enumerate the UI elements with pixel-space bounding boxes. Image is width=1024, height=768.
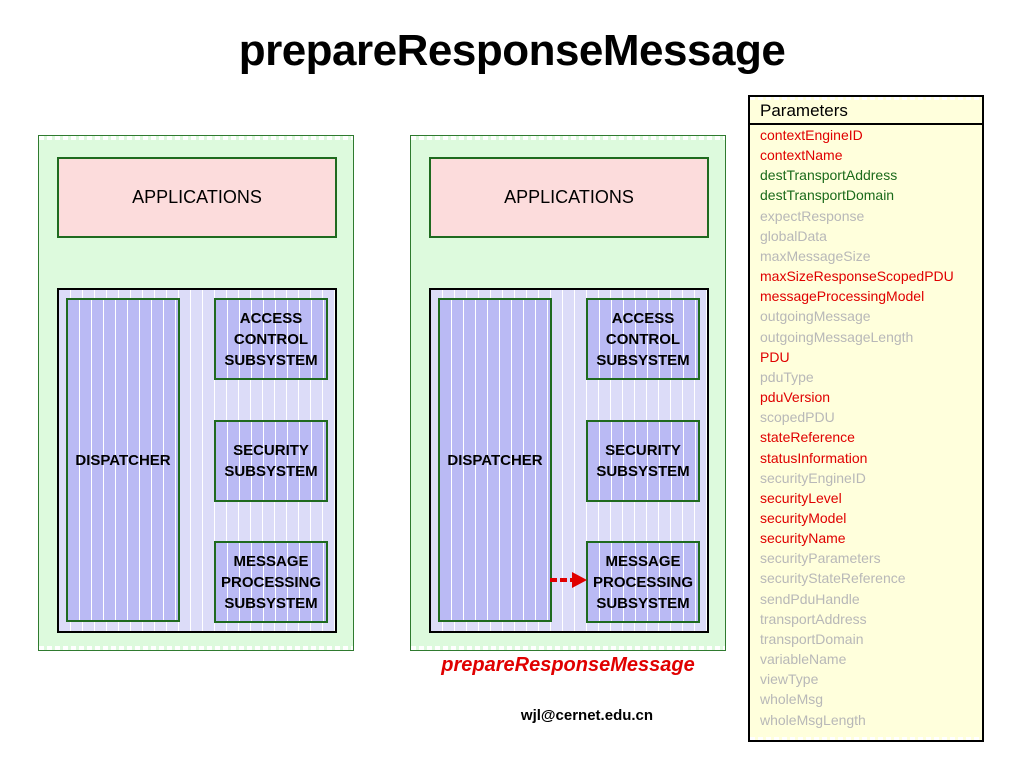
parameter-item: securityModel — [760, 509, 847, 526]
diagram-caption: prepareResponseMessage — [441, 654, 695, 676]
panel-bottom-dashes — [39, 646, 353, 650]
applications-box: APPLICATIONS — [57, 157, 337, 238]
parameter-item: securityEngineID — [760, 469, 866, 486]
parameter-item: scopedPDU — [760, 409, 835, 426]
parameter-item: pduVersion — [760, 389, 831, 406]
page-title: prepareResponseMessage — [238, 26, 786, 75]
parameter-item: contextEngineID — [760, 127, 863, 143]
params-top-dashes — [750, 97, 982, 100]
parameters-panel: Parameters contextEngineID contextName des… — [748, 95, 984, 742]
parameter-item: maxMessageSize — [760, 247, 871, 264]
parameter-item: pduType — [760, 368, 814, 385]
parameter-item: outgoingMessage — [760, 308, 871, 325]
parameter-item: PDU — [760, 348, 790, 365]
message-processing-subsystem-box: MESSAGE PROCESSING SUBSYSTEM — [214, 541, 328, 623]
parameter-item: wholeMsgLength — [760, 711, 866, 728]
author-email: wjl@cernet.edu.cn — [520, 707, 654, 724]
parameter-item: messageProcessingModel — [760, 288, 925, 305]
params-bottom-dashes — [750, 737, 982, 740]
access-control-subsystem-box: ACCESS CONTROL SUBSYSTEM — [586, 298, 700, 380]
parameter-item: securityLevel — [760, 489, 842, 506]
parameter-item: securityName — [760, 530, 846, 547]
parameter-item: transportAddress — [760, 610, 867, 627]
parameters-list: contextEngineID contextName destTransportA… — [750, 125, 982, 730]
parameter-item: viewType — [760, 671, 819, 688]
access-control-subsystem-box: ACCESS CONTROL SUBSYSTEM — [214, 298, 328, 380]
parameter-item: contextName — [760, 147, 843, 164]
engine-box: DISPATCHER ACCESS CONTROL SUBSYSTEM SECU… — [57, 288, 337, 633]
parameter-item: globalData — [760, 227, 827, 244]
parameter-item: transportDomain — [760, 630, 864, 647]
security-subsystem-box: SECURITY SUBSYSTEM — [214, 420, 328, 502]
dispatcher-box: DISPATCHER — [66, 298, 180, 622]
engine-box: DISPATCHER ACCESS CONTROL SUBSYSTEM SECU… — [429, 288, 709, 633]
panel-bottom-dashes — [411, 646, 725, 650]
parameter-item: maxSizeResponseScopedPDU — [760, 268, 954, 285]
security-subsystem-box: SECURITY SUBSYSTEM — [586, 420, 700, 502]
parameter-item: expectResponse — [760, 207, 865, 224]
architecture-panel-right: APPLICATIONS DISPATCHER ACCESS CONTROL S… — [410, 135, 726, 651]
parameter-item: securityParameters — [760, 550, 881, 567]
parameters-header: Parameters — [750, 97, 982, 125]
message-processing-subsystem-box: MESSAGE PROCESSING SUBSYSTEM — [586, 541, 700, 623]
panel-top-dashes — [411, 136, 725, 140]
dispatcher-box: DISPATCHER — [438, 298, 552, 622]
panel-top-dashes — [39, 136, 353, 140]
architecture-panel-left: APPLICATIONS DISPATCHER ACCESS CONTROL S… — [38, 135, 354, 651]
parameter-item: securityStateReference — [760, 570, 906, 587]
parameter-item: variableName — [760, 651, 847, 668]
parameter-item: sendPduHandle — [760, 590, 860, 607]
parameter-item: outgoingMessageLength — [760, 328, 914, 345]
parameter-item: destTransportAddress — [760, 167, 898, 184]
parameter-item: wholeMsg — [760, 691, 824, 708]
call-arrow-icon — [550, 572, 587, 588]
parameter-item: stateReference — [760, 429, 855, 446]
parameter-item: destTransportDomain — [760, 187, 895, 204]
applications-box: APPLICATIONS — [429, 157, 709, 238]
parameter-item: statusInformation — [760, 449, 868, 466]
